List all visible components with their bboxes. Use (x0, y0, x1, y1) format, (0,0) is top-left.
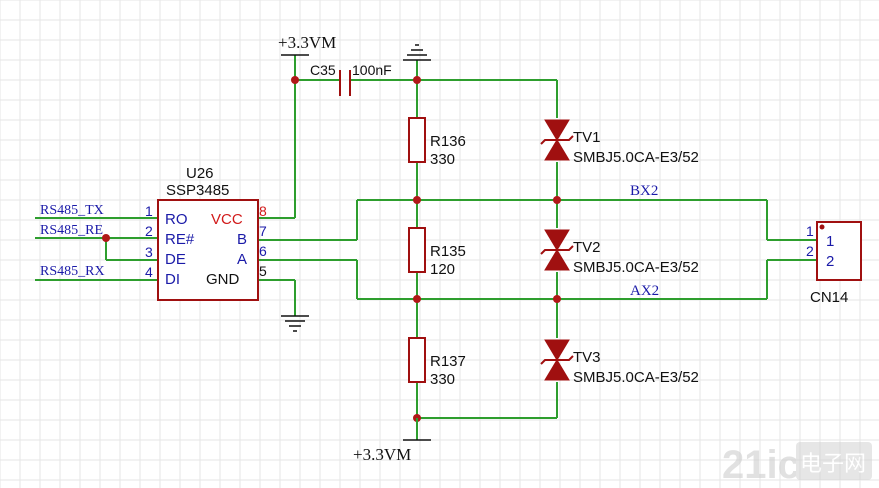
tvs-tv2: TV2 SMBJ5.0CA-E3/52 (540, 229, 699, 276)
tvs-triangle-up (544, 139, 570, 161)
pin-num-3: 3 (145, 244, 153, 260)
watermark-site-text: 电子网 (800, 452, 866, 477)
capacitor-value: 100nF (352, 62, 392, 78)
resistor-value: 330 (430, 371, 455, 388)
junction-dot (413, 295, 421, 303)
junction-dot (553, 295, 561, 303)
pin-num-7: 7 (259, 223, 267, 239)
ic-u26: U26 SSP3485 RO RE# DE DI 1 2 3 4 VCC B A… (145, 165, 267, 301)
power-bottom-label: +3.3VM (353, 445, 411, 464)
tvs-tv3: TV3 SMBJ5.0CA-E3/52 (540, 339, 699, 386)
tvs-ref: TV3 (573, 349, 601, 366)
pin-num-5: 5 (259, 263, 267, 279)
tvs-bar (540, 135, 574, 145)
tvs-ref: TV2 (573, 239, 601, 256)
wires (35, 55, 817, 438)
resistor-body (408, 337, 426, 383)
net-label-ax2: AX2 (630, 283, 659, 299)
tvs-triangle-up (544, 249, 570, 271)
connector-body (816, 221, 862, 281)
pin-num-1: 1 (145, 203, 153, 219)
net-label-rs485-tx: RS485_TX (40, 203, 104, 218)
tvs-triangle-down (544, 229, 570, 251)
resistor-ref: R135 (430, 243, 466, 260)
resistor-value: 120 (430, 261, 455, 278)
capacitor-ref: C35 (310, 62, 336, 78)
resistor-r135: R135 120 (408, 227, 466, 278)
connector-pin-num-1: 1 (806, 223, 814, 239)
tvs-part: SMBJ5.0CA-E3/52 (573, 259, 699, 276)
watermark-logo: 21ic 电子网 (722, 442, 872, 487)
tvs-bar (540, 245, 574, 255)
pin-name-ro: RO (165, 211, 188, 228)
pin-name-gnd: GND (206, 271, 240, 288)
connector-cn14: 1 2 1 2 CN14 (806, 221, 862, 306)
pin-name-vcc: VCC (211, 211, 243, 228)
resistor-ref: R136 (430, 133, 466, 150)
resistor-ref: R137 (430, 353, 466, 370)
connector-pin-name-1: 1 (826, 233, 834, 250)
net-label-bx2: BX2 (630, 183, 658, 199)
pin-name-de: DE (165, 251, 186, 268)
junctions (102, 76, 561, 422)
resistor-r137: R137 330 (408, 337, 466, 388)
tvs-part: SMBJ5.0CA-E3/52 (573, 369, 699, 386)
pin-num-8: 8 (259, 203, 267, 219)
ic-ref: U26 (186, 165, 214, 182)
junction-dot (102, 234, 110, 242)
pin-name-b: B (237, 231, 247, 248)
connector-pin-name-2: 2 (826, 253, 834, 270)
power-top-symbol: +3.3VM (278, 33, 336, 56)
net-label-rs485-rx: RS485_RX (40, 264, 105, 279)
resistor-body (408, 117, 426, 163)
tvs-bar (540, 355, 574, 365)
ground-top-symbol (403, 44, 431, 61)
pin-num-2: 2 (145, 223, 153, 239)
connector-pin-num-2: 2 (806, 243, 814, 259)
resistor-body (408, 227, 426, 273)
tvs-triangle-down (544, 119, 570, 141)
power-bottom-symbol: +3.3VM (353, 418, 431, 464)
pin-num-4: 4 (145, 264, 153, 280)
pin-name-a: A (237, 251, 247, 268)
capacitor-c35: C35 100nF (310, 62, 392, 96)
pin1-marker-icon (819, 224, 825, 230)
watermark-logo-text: 21ic (722, 443, 800, 487)
resistor-r136: R136 330 (408, 117, 466, 168)
tvs-part: SMBJ5.0CA-E3/52 (573, 149, 699, 166)
ground-u26-symbol (281, 315, 309, 332)
junction-dot (413, 196, 421, 204)
power-top-label: +3.3VM (278, 33, 336, 52)
pin-num-6: 6 (259, 243, 267, 259)
tvs-ref: TV1 (573, 129, 601, 146)
connector-ref: CN14 (810, 289, 848, 306)
ic-part: SSP3485 (166, 182, 229, 199)
junction-dot (413, 76, 421, 84)
tvs-triangle-down (544, 339, 570, 361)
resistor-value: 330 (430, 151, 455, 168)
junction-dot (553, 196, 561, 204)
ic-body (157, 199, 259, 301)
pin-name-re: RE# (165, 231, 195, 248)
tvs-triangle-up (544, 359, 570, 381)
tvs-tv1: TV1 SMBJ5.0CA-E3/52 (540, 119, 699, 166)
pin-name-di: DI (165, 271, 180, 288)
watermark-badge (796, 442, 872, 480)
junction-dot (291, 76, 299, 84)
net-label-rs485-re: RS485_RE (40, 223, 103, 238)
